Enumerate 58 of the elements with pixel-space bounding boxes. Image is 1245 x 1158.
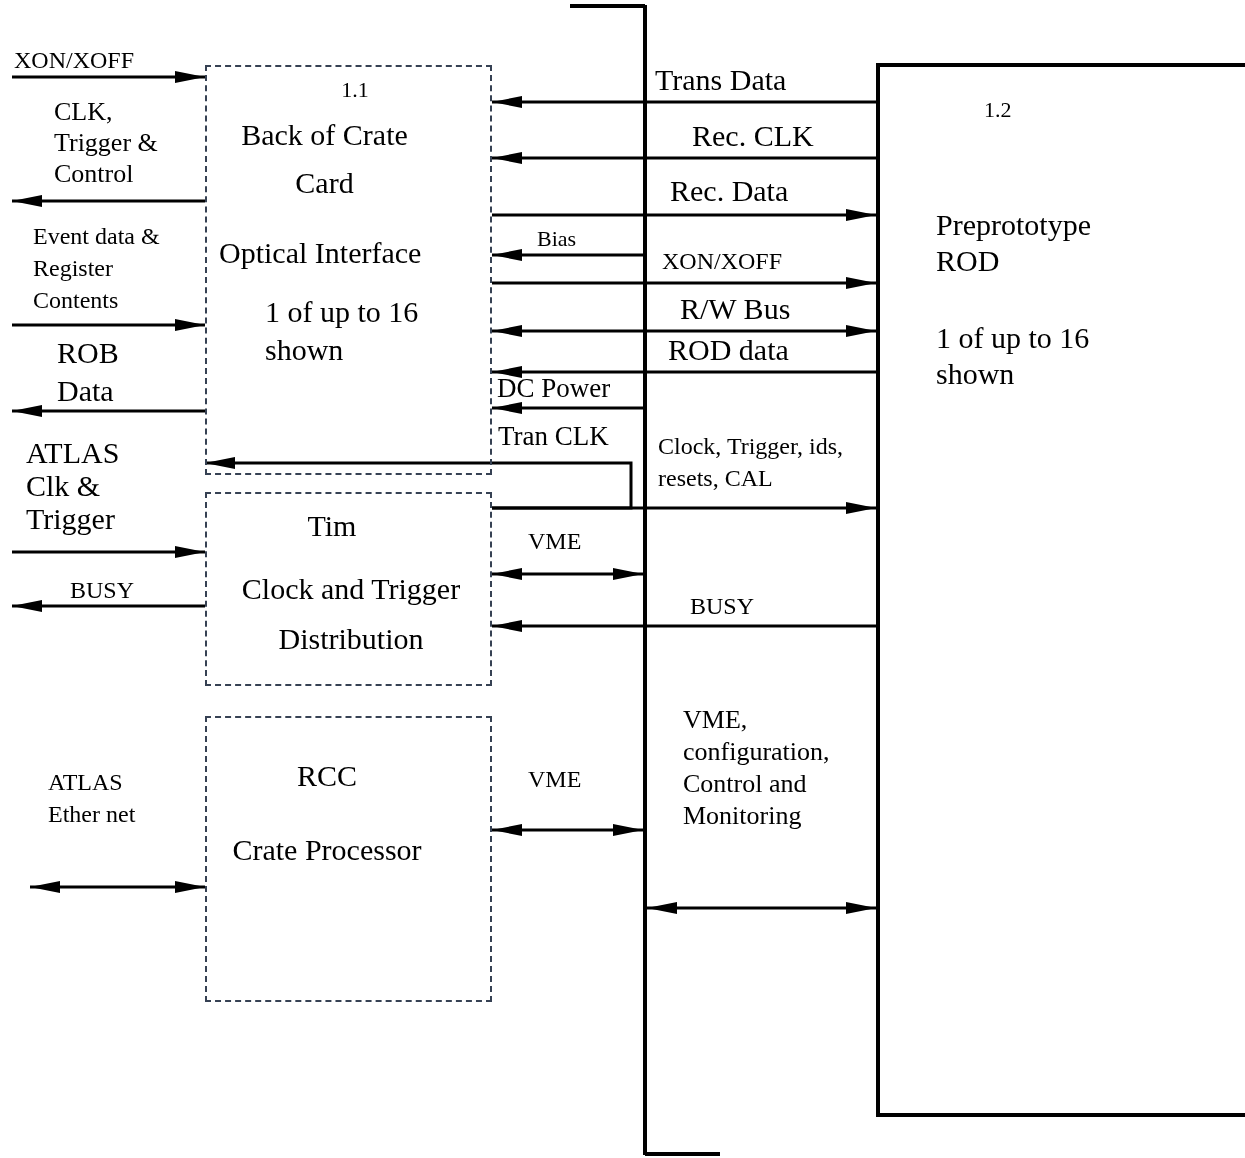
arrow <box>492 152 876 164</box>
edge-label: BUSY <box>70 576 136 604</box>
edge-label: CLK, Trigger & Control <box>54 96 159 189</box>
edge-label: ATLAS Ether net <box>48 768 137 829</box>
edge-label: Tran CLK <box>498 420 610 452</box>
box-label: Crate Processor <box>232 835 422 865</box>
box-label: Preprototype ROD <box>936 207 1092 279</box>
box-number: RCC <box>296 758 358 794</box>
arrow <box>12 600 205 612</box>
edge-label: BUSY <box>690 592 756 620</box>
edge-label: Bias <box>537 226 578 252</box>
module-box <box>876 63 1245 1117</box>
edge-label: XON/XOFF <box>662 247 784 276</box>
arrow <box>492 568 643 580</box>
edge-label: ROD data <box>668 332 790 368</box>
dashed-module-box <box>205 492 492 686</box>
box-label: 1 of up to 16 shown <box>265 294 420 368</box>
arrow <box>492 249 643 261</box>
arrow <box>492 325 876 337</box>
arrow <box>30 881 205 893</box>
arrow <box>492 620 876 632</box>
edge-label: DC Power <box>497 372 612 404</box>
arrow <box>492 277 876 289</box>
edge-label: Trans Data <box>655 62 788 98</box>
arrow <box>492 502 876 514</box>
arrow <box>492 824 643 836</box>
edge-label: Clock, Trigger, ids, resets, CAL <box>658 432 845 493</box>
box-label: Optical Interface <box>219 235 423 271</box>
backplane-bus-bar <box>643 5 647 1155</box>
arrow <box>492 366 876 378</box>
arrow <box>12 546 205 558</box>
edge-label: VME <box>528 765 583 794</box>
box-number: 1.2 <box>984 97 1013 123</box>
edge-label: Rec. Data <box>670 173 790 209</box>
dashed-module-box <box>205 65 492 475</box>
edge-label: Event data & Register Contents <box>33 222 161 315</box>
dashed-module-box <box>205 716 492 1002</box>
edge-label: ROB Data <box>57 335 120 409</box>
edge-label: Rec. CLK <box>692 118 815 154</box>
box-label: 1 of up to 16 shown <box>936 320 1091 392</box>
edge-label: R/W Bus <box>680 291 792 327</box>
edge-label: XON/XOFF <box>14 46 136 74</box>
edge-label: VME, configuration, Control and Monitoring <box>683 704 831 832</box>
arrow <box>12 319 205 331</box>
box-number: Tim <box>306 508 358 544</box>
arrow <box>12 405 205 417</box>
box-number: 1.1 <box>340 77 370 103</box>
box-label: Back of Crate Card <box>240 117 409 201</box>
arrow <box>12 71 205 83</box>
arrow <box>492 209 876 221</box>
edge-label: VME <box>528 527 583 556</box>
arrow <box>12 195 205 207</box>
arrow <box>647 902 876 914</box>
arrow <box>492 96 876 108</box>
arrow <box>492 402 643 414</box>
edge-label: ATLAS Clk & Trigger <box>26 436 121 535</box>
arrow <box>205 457 633 510</box>
box-label: Clock and Trigger Distribution <box>240 571 462 657</box>
